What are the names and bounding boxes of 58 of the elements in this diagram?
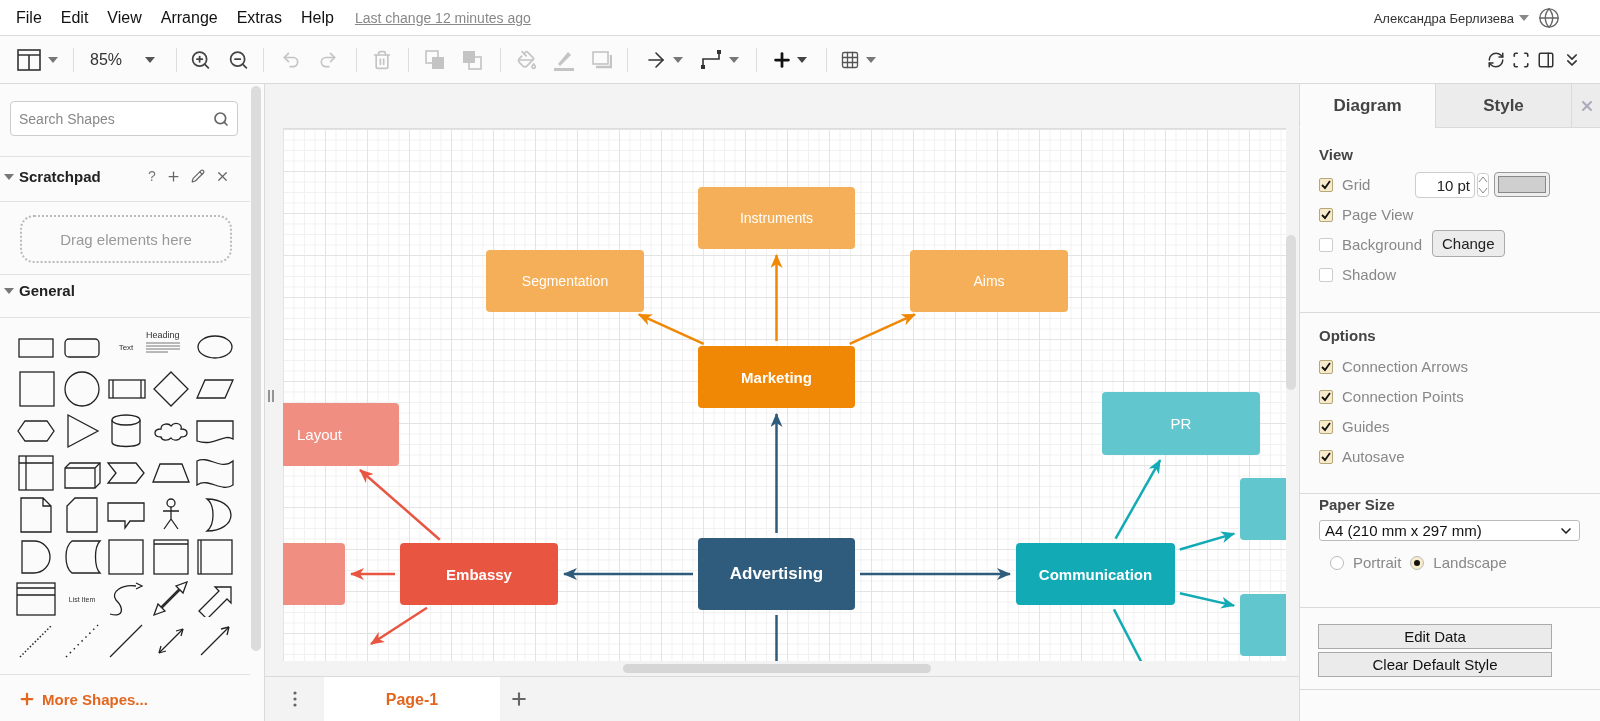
clear-style-button: Clear Default Style — [1318, 652, 1552, 677]
tab: Style — [1435, 84, 1571, 128]
number-field: 10 pt — [1415, 172, 1475, 198]
option-label: Landscape — [1433, 554, 1507, 571]
option-label: Connection Arrows — [1342, 358, 1468, 375]
menu-item: File — [16, 8, 42, 27]
text-shape-label: Text — [118, 342, 134, 352]
menu-item: Help — [301, 8, 334, 27]
option-label: Page View — [1342, 206, 1414, 223]
main-topic-box: Communication — [1016, 543, 1175, 605]
arrow — [770, 254, 783, 341]
option-label: Shadow — [1342, 266, 1397, 283]
arrow — [860, 568, 1011, 580]
change-button: Change — [1432, 230, 1505, 257]
option-label: Background — [1342, 236, 1423, 253]
arrow — [1179, 531, 1236, 551]
option-label: Autosave — [1342, 448, 1405, 465]
arrow — [370, 606, 428, 646]
arrow — [1179, 592, 1236, 609]
arrow — [849, 313, 916, 346]
menu-item: Edit — [60, 8, 89, 27]
subtopic-box: Layout — [283, 403, 399, 466]
section-title: View — [1319, 146, 1353, 163]
subtopic-box: Instruments — [698, 187, 855, 249]
option-label: Connection Points — [1342, 388, 1464, 405]
more-shapes-link: More Shapes... — [42, 690, 148, 708]
zoom-level: 85% — [90, 50, 123, 69]
help-icon: ? — [148, 168, 156, 184]
user-name: Александра Берлизева — [1373, 10, 1514, 26]
option-label: Portrait — [1353, 554, 1402, 571]
main-topic-box: Marketing — [698, 346, 855, 408]
arrow — [637, 313, 705, 346]
section-title: General — [19, 282, 75, 299]
section-title: Paper Size — [1319, 496, 1395, 513]
heading-shape-label: Heading — [146, 330, 181, 340]
page-tab: Page-1 — [324, 677, 500, 721]
subtopic-box: Segmentation — [486, 250, 644, 312]
arrow — [359, 469, 441, 541]
search-field: Search Shapes — [10, 101, 238, 136]
drop-zone: Drag elements here — [20, 215, 232, 263]
edit-data-button: Edit Data — [1318, 624, 1552, 649]
menu-item: Arrange — [160, 8, 218, 27]
subtopic-box: PR — [1102, 392, 1260, 455]
menu-item: View — [107, 8, 142, 27]
option-label: Grid — [1342, 176, 1371, 193]
select-field: A4 (210 mm x 297 mm) — [1319, 520, 1580, 541]
arrow — [770, 413, 783, 533]
subtopic-box: Aims — [910, 250, 1068, 312]
arrow — [1114, 459, 1162, 540]
menu-item: Extras — [236, 8, 282, 27]
arrow — [563, 568, 693, 580]
main-topic-box: Embassy — [400, 543, 558, 605]
section-title: Options — [1319, 327, 1376, 344]
arrow — [350, 568, 395, 580]
section-title: Scratchpad — [19, 168, 101, 185]
option-label: Guides — [1342, 418, 1390, 435]
last-change-link: Last change 12 minutes ago — [354, 9, 531, 26]
main-topic-box: Advertising — [698, 538, 855, 610]
